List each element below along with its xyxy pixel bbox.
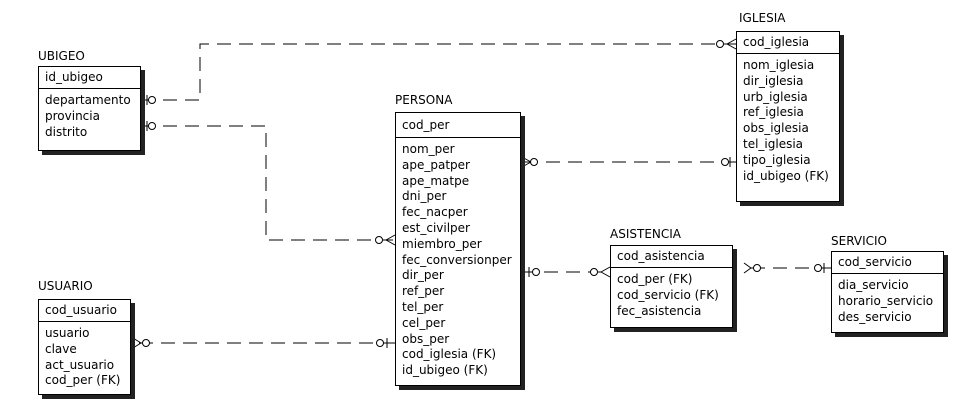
attribute: ref_per: [402, 284, 445, 299]
primary-key: cod_usuario: [39, 300, 130, 322]
primary-key: cod_servicio: [832, 252, 943, 274]
many-end-asistencia-servicio: [743, 262, 761, 274]
many-end-asistencia-persona: [590, 266, 611, 278]
attribute: fec_asistencia: [617, 303, 702, 318]
primary-key: id_ubigeo: [39, 67, 140, 89]
attribute: tel_iglesia: [743, 136, 804, 151]
attribute: cod_iglesia (FK): [402, 347, 497, 362]
attribute: dia_servicio: [838, 278, 909, 292]
entity-title: PERSONA: [395, 93, 453, 107]
attribute: ref_iglesia: [743, 105, 804, 120]
attribute: est_civilper: [402, 220, 470, 235]
entity-title: ASISTENCIA: [610, 227, 681, 241]
primary-key: cod_iglesia: [737, 32, 839, 54]
attribute: obs_iglesia: [743, 121, 809, 136]
attribute: provincia: [45, 108, 100, 123]
attribute: miembro_per: [402, 236, 482, 251]
primary-key: cod_asistencia: [611, 246, 732, 268]
attribute: id_ubigeo (FK): [743, 168, 829, 183]
rel-ubigeo-persona: [141, 125, 395, 241]
attribute: nom_per: [402, 142, 455, 156]
attribute: dir_per: [402, 268, 444, 283]
attribute: nom_iglesia: [743, 58, 815, 72]
one-end-persona-asistencia: [528, 267, 540, 277]
attribute: dni_per: [402, 189, 447, 204]
attribute: clave: [45, 341, 77, 356]
many-end-persona-iglesia: [521, 156, 538, 168]
attribute: tel_per: [402, 299, 444, 314]
attribute: urb_iglesia: [743, 89, 808, 104]
attribute-list: cod_per (FK)cod_servicio (FK)fec_asisten…: [611, 268, 732, 319]
attribute: usuario: [45, 326, 90, 340]
many-end-usuario: [132, 337, 150, 349]
one-end-servicio-asistencia: [814, 263, 825, 273]
entity-title: IGLESIA: [739, 11, 786, 25]
entity-title: UBIGEO: [38, 49, 85, 63]
attribute: ape_patper: [402, 157, 470, 172]
rel-ubigeo-iglesia: [141, 43, 736, 101]
attribute: ape_matpe: [402, 173, 470, 188]
attribute: horario_servicio: [838, 293, 934, 308]
attribute: dir_iglesia: [743, 73, 804, 88]
one-end-persona-usuario: [376, 338, 388, 348]
one-end-iglesia-persona: [721, 157, 731, 167]
attribute: cod_per (FK): [45, 373, 121, 388]
attribute: act_usuario: [45, 357, 115, 372]
attribute: fec_conversionper: [402, 252, 512, 267]
attribute: tipo_iglesia: [743, 152, 811, 167]
many-end-persona-ubigeo: [375, 234, 396, 246]
attribute: distrito: [45, 124, 88, 139]
attribute: cel_per: [402, 315, 446, 330]
attribute: departamento: [45, 93, 131, 107]
attribute: cod_per (FK): [617, 272, 693, 286]
attribute: des_servicio: [838, 309, 912, 324]
primary-key: cod_per: [396, 113, 520, 138]
attribute: id_ubigeo (FK): [402, 363, 488, 378]
attribute: cod_servicio (FK): [617, 287, 719, 302]
entity-title: USUARIO: [38, 279, 93, 293]
attribute: fec_nacper: [402, 205, 468, 220]
entity-title: SERVICIO: [831, 234, 887, 248]
one-end-ubigeo-persona: [146, 121, 156, 131]
attribute: obs_per: [402, 331, 450, 346]
one-end-ubigeo-iglesia: [146, 95, 156, 105]
many-end-iglesia: [716, 38, 737, 50]
